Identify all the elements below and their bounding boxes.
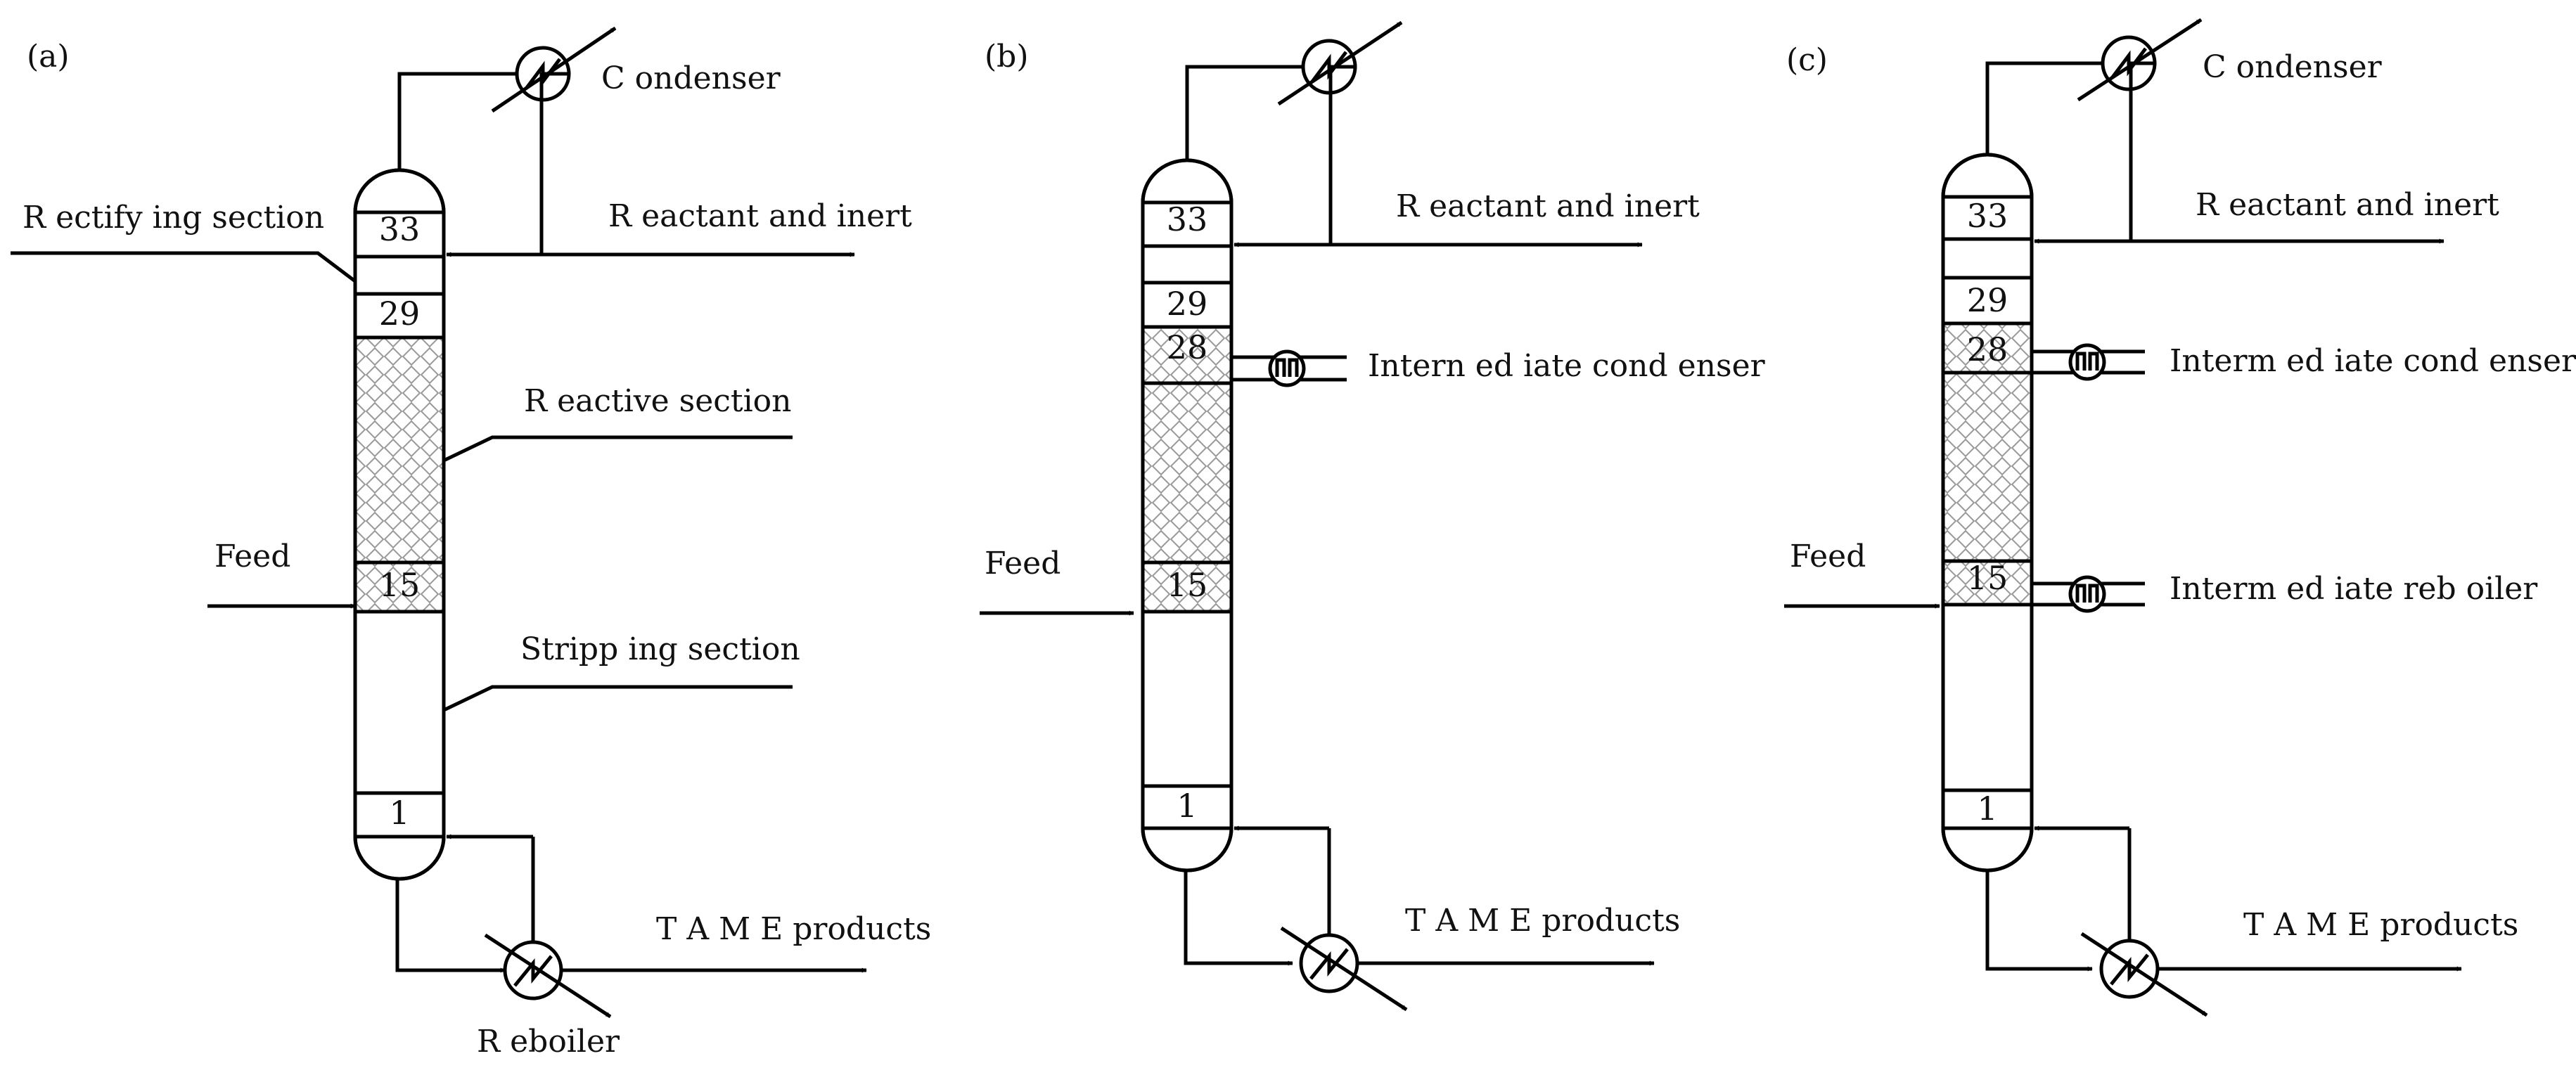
column-c-packing-tray15 [1943, 561, 2032, 605]
bottom-stream-b-label: T A M E products [1405, 903, 1680, 939]
intermediate-condenser-c-symbol [2068, 343, 2106, 381]
overhead-vapor-line [397, 72, 517, 170]
panel-a: (a) 33 29 15 1 [11, 26, 931, 1060]
column-b-packing-tray28 [1143, 327, 1231, 383]
reactive-leader [442, 435, 793, 463]
feed-a-label: Feed [214, 539, 290, 574]
intermediate-condenser-c-label: Interm ed iate cond enser [2170, 343, 2576, 379]
intermediate-reboiler-c-label: Interm ed iate reb oiler [2170, 571, 2538, 607]
bottoms-line-c [1985, 870, 2093, 972]
reboiler-a-steam-arrow [484, 933, 612, 1019]
condenser-a-label: C ondenser [601, 60, 781, 96]
column-a-packing-tray15 [355, 562, 444, 612]
tray-33-label: 33 [1167, 200, 1208, 238]
tray-29-label: 29 [1167, 285, 1208, 323]
condenser-c-label: C ondenser [2203, 49, 2383, 85]
bottom-stream-c-label: T A M E products [2243, 907, 2518, 943]
panel-c: (c) 33 29 28 15 1 [1784, 18, 2576, 1017]
reboiler-b-steam-arrow [1280, 926, 1408, 1012]
top-stream-c-label: R eactant and inert [2196, 187, 2499, 223]
tray-1-label: 1 [1177, 787, 1197, 825]
bottoms-line-a [395, 879, 506, 973]
intermediate-condenser-b-symbol [1268, 349, 1306, 387]
tray-29-label: 29 [1967, 281, 2008, 319]
column-c-reactive-packing [1943, 373, 2032, 561]
condenser-a-coolant-arrow [491, 26, 617, 113]
panel-c-label: (c) [1786, 42, 1828, 78]
column-b-reactive-packing [1143, 383, 1231, 612]
top-stream-a-label: R eactant and inert [608, 198, 912, 234]
reactive-section-label: R eactive section [524, 383, 792, 419]
tray-1-label: 1 [389, 794, 409, 832]
tray-1-label: 1 [1977, 790, 1997, 828]
panel-b: (b) 33 29 28 15 1 [980, 20, 1766, 1012]
tray-15-label: 15 [1167, 566, 1208, 604]
bottoms-line-b [1184, 870, 1293, 966]
panel-b-label: (b) [985, 39, 1029, 75]
stripping-section-label: Stripp ing section [520, 631, 800, 667]
reboiler-c-steam-arrow [2080, 932, 2208, 1017]
tray-33-label: 33 [379, 210, 421, 248]
tray-33-label: 33 [1967, 197, 2008, 235]
condenser-c-coolant-arrow [2077, 18, 2203, 102]
tray-28-label: 28 [1167, 328, 1208, 366]
bottom-stream-a-label: T A M E products [656, 911, 931, 947]
column-c-packing-tray28 [1943, 323, 2032, 373]
panel-a-label: (a) [27, 39, 70, 75]
tray-15-label: 15 [1967, 559, 2008, 597]
top-stream-b-label: R eactant and inert [1396, 188, 1700, 224]
intermediate-reboiler-c-symbol [2068, 575, 2106, 613]
tray-15-label: 15 [379, 566, 421, 604]
condenser-b-coolant-arrow [1277, 20, 1403, 106]
tray-28-label: 28 [1967, 330, 2008, 368]
tray-29-label: 29 [379, 295, 421, 333]
intermediate-condenser-b-label: Intern ed iate cond enser [1368, 348, 1766, 384]
stripping-leader [442, 685, 793, 712]
rectifying-leader [11, 251, 357, 283]
rectifying-section-label: R ectify ing section [23, 200, 324, 236]
column-a-reactive-packing [355, 337, 444, 562]
feed-c-label: Feed [1790, 539, 1866, 574]
reboiler-a-label: R eboiler [477, 1024, 620, 1060]
feed-b-label: Feed [985, 546, 1060, 581]
